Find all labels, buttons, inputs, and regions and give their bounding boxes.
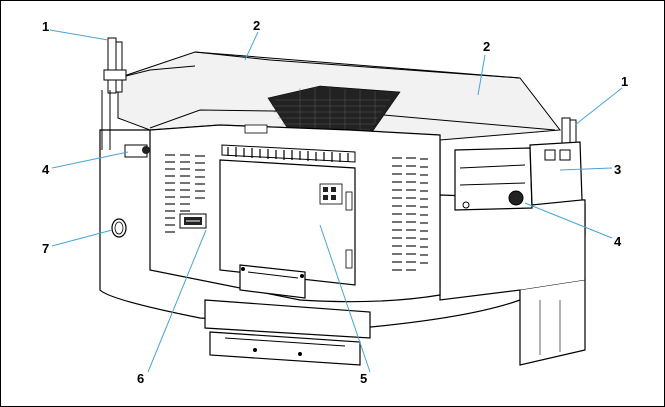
nameplate — [244, 124, 268, 134]
callout-2-right: 2 — [483, 39, 490, 54]
callout-6: 6 — [137, 371, 144, 386]
top-louver-strip — [221, 144, 356, 163]
callout-3: 3 — [614, 162, 621, 177]
unit-drawing — [99, 37, 586, 366]
right-side-panel — [439, 194, 586, 366]
left-lifting-handle — [101, 37, 127, 150]
right-louver-panel — [392, 157, 428, 271]
callout-4-right: 4 — [614, 234, 622, 249]
left-louver-panel — [165, 154, 205, 233]
left-side-fitting — [124, 144, 150, 158]
panel-hardware — [319, 183, 353, 269]
bottom-base — [204, 299, 371, 366]
control-switch-box — [179, 213, 207, 229]
right-compartment — [454, 141, 583, 211]
callout-5: 5 — [360, 371, 367, 386]
top-mesh-grille — [267, 85, 401, 136]
side-emblem — [111, 218, 127, 238]
callout-2-top: 2 — [253, 18, 260, 33]
front-handle — [239, 264, 306, 299]
callout-1-left: 1 — [42, 19, 49, 34]
callout-1-right: 1 — [621, 74, 628, 89]
leader-lines — [49, 29, 623, 373]
callout-4-left: 4 — [42, 162, 50, 177]
callout-7: 7 — [42, 241, 49, 256]
callout-labels: 1 2 2 1 4 3 4 7 6 5 — [42, 18, 628, 386]
